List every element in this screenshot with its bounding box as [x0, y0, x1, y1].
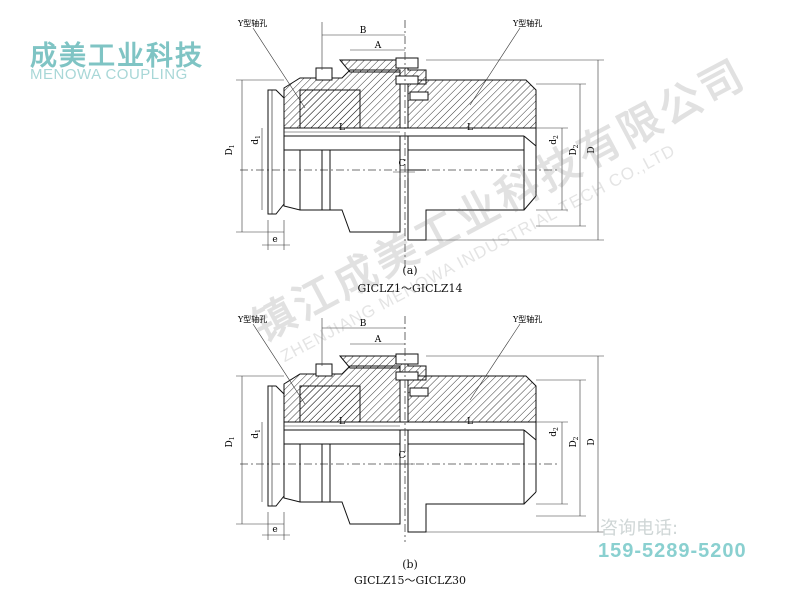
dim-d1: d1 [251, 429, 262, 439]
seal-left [315, 363, 333, 377]
left-end-cap [267, 385, 285, 507]
caption-a-letter: (a) [402, 264, 418, 277]
label-y-bore-left: Y型轴孔 [237, 314, 267, 324]
dim-e: e [272, 235, 277, 245]
right-body-outline [407, 430, 525, 533]
right-hub-section [407, 375, 537, 423]
right-body-outline [407, 136, 525, 241]
left-inner-hub [299, 89, 361, 129]
dim-L-left: L [339, 417, 345, 427]
label-y-bore-right: Y型轴孔 [512, 314, 542, 324]
caption-b-letter: (b) [402, 558, 418, 571]
dim-d2: d2 [549, 135, 560, 145]
left-body-outline [283, 136, 401, 233]
dim-D1: D1 [225, 144, 236, 155]
right-hub-section [407, 79, 537, 129]
dim-L-left: L [339, 123, 345, 133]
dim-d1: d1 [251, 135, 262, 145]
dim-A: A [374, 335, 382, 345]
left-inner-hub [299, 385, 361, 423]
left-body-outline [283, 430, 401, 525]
dim-D2: D2 [569, 144, 580, 155]
dim-C: C [399, 451, 406, 461]
seal-left [315, 67, 333, 81]
dim-L-right: L [467, 123, 473, 133]
dim-e: e [272, 525, 277, 535]
caption-b-model: GICLZ15～GICLZ30 [354, 574, 466, 587]
dim-d2: d2 [549, 427, 560, 437]
dim-D1: D1 [225, 436, 236, 447]
oil-plug [409, 387, 429, 397]
dim-D2: D2 [569, 436, 580, 447]
contact-label: 咨询电话: [600, 518, 679, 539]
dim-A: A [374, 41, 382, 51]
dim-C: C [399, 159, 406, 169]
bolt-nut [395, 75, 419, 85]
left-end-cap [267, 89, 285, 215]
contact-phone[interactable]: 159-5289-5200 [598, 540, 747, 562]
figure-a: B A L L C e D1 d1 d2 D2 [225, 18, 604, 270]
logo-chinese: 成美工业科技 [30, 41, 204, 72]
logo-english: MENOWA COUPLING [30, 66, 188, 83]
dim-B: B [360, 26, 367, 36]
label-y-bore-left: Y型轴孔 [237, 18, 267, 28]
dim-L-right: L [467, 417, 473, 427]
bolt-head [395, 353, 419, 365]
caption-a-model: GICLZ1～GICLZ14 [357, 282, 463, 295]
dim-B: B [360, 319, 367, 329]
dim-D: D [587, 438, 597, 445]
bolt-head [395, 57, 419, 69]
bolt-nut [395, 371, 419, 381]
oil-plug [409, 91, 429, 101]
label-y-bore-right: Y型轴孔 [512, 18, 542, 28]
figure-b: B A L L C e D1 d1 d2 D2 D Y型轴孔 Y型轴孔 [225, 314, 604, 542]
dim-D: D [587, 146, 597, 153]
